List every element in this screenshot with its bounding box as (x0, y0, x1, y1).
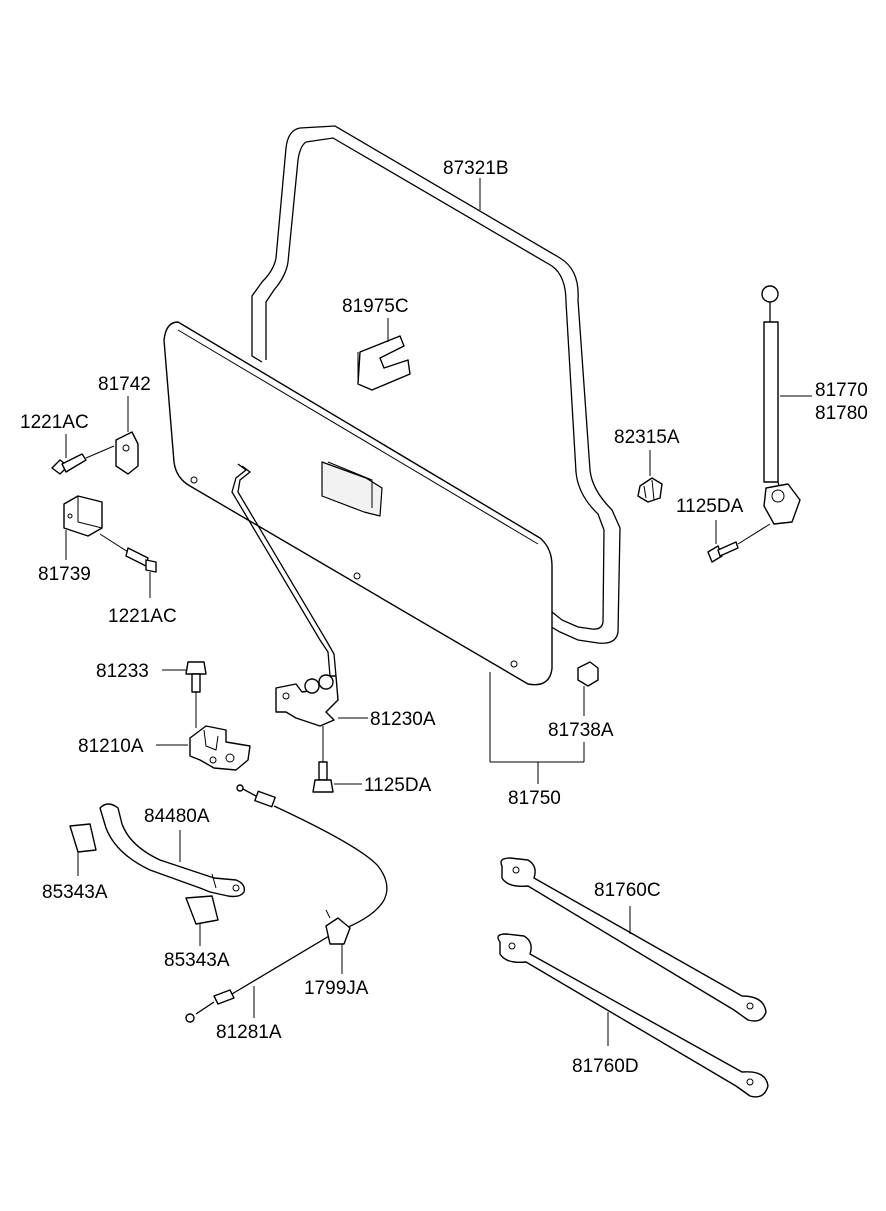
label-87321b: 87321B (443, 158, 509, 179)
label-1221ac-lower: 1221AC (108, 606, 177, 627)
stay-81760d (497, 933, 769, 1098)
bolt-1125da-right (707, 520, 771, 563)
label-85343a-left: 85343A (42, 882, 108, 903)
clip-81975c (357, 318, 411, 391)
label-81760c: 81760C (594, 880, 661, 901)
label-81975c: 81975C (342, 296, 409, 317)
label-81742: 81742 (98, 374, 151, 395)
screw-1221ac-lower (125, 547, 157, 598)
hinge-81230a (275, 674, 368, 727)
label-85343a-lower: 85343A (164, 950, 230, 971)
label-1125da-lower: 1125DA (364, 775, 432, 796)
label-81750: 81750 (508, 788, 561, 809)
bumper-81738a (577, 661, 599, 716)
weatherstrip-87321b (251, 125, 621, 644)
label-84480a: 84480A (144, 806, 210, 827)
clip-82315a (637, 450, 663, 503)
cover-85343a-left (69, 823, 97, 876)
screw-1221ac-upper (51, 434, 115, 475)
actuator-rod (231, 463, 337, 677)
bracket-81739 (63, 495, 129, 560)
retainer-81742 (115, 396, 139, 475)
label-81770: 81770 (815, 380, 868, 401)
label-1221ac-upper: 1221AC (20, 412, 89, 433)
trim-panel (163, 321, 553, 686)
gas-lifter-81770 (761, 285, 812, 525)
label-81738a: 81738A (548, 720, 614, 741)
label-81230a: 81230A (370, 709, 436, 730)
handle-84480a (99, 803, 246, 898)
cover-85343a-lower (185, 895, 219, 946)
label-1125da-right: 1125DA (676, 496, 744, 517)
label-81780: 81780 (815, 403, 868, 424)
label-81739: 81739 (38, 564, 91, 585)
label-81210a: 81210A (78, 736, 144, 757)
striker-81210a (156, 725, 251, 771)
bolt-1125da-lower (312, 726, 362, 793)
label-82315a: 82315A (614, 427, 680, 448)
cable-81281a (185, 784, 388, 1023)
stay-81760c (500, 857, 767, 1022)
label-81760d: 81760D (572, 1056, 639, 1077)
clip-1799ja (325, 909, 351, 974)
bolt-81233 (162, 661, 207, 728)
label-81281a: 81281A (216, 1022, 282, 1043)
assy-bracket-81750 (489, 672, 585, 784)
label-1799ja: 1799JA (304, 978, 369, 999)
label-81233: 81233 (96, 661, 149, 682)
